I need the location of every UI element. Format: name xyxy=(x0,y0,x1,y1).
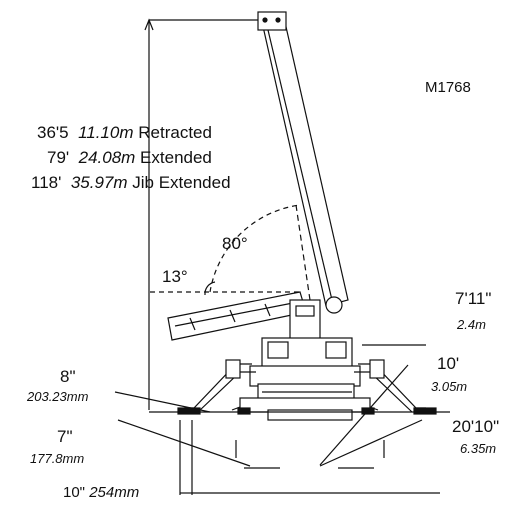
cylinder-dash xyxy=(295,204,311,301)
pad-8-imperial: 8" xyxy=(60,367,76,386)
figure-code: M1768 xyxy=(425,79,471,96)
pad-7-metric: 177.8mm xyxy=(30,451,85,466)
angle-arc-80 xyxy=(209,204,301,293)
dimension-arrows xyxy=(179,420,440,495)
height-extended: 79' 24.08m Extended xyxy=(47,148,212,167)
angle-80-label: 80° xyxy=(222,234,248,253)
leader-lines xyxy=(114,344,426,467)
height-jib-extended: 118' 35.97m Jib Extended xyxy=(31,173,231,192)
width-metric: 3.05m xyxy=(431,379,468,394)
tracks-height-imperial: 7'11" xyxy=(455,289,492,308)
turret xyxy=(249,299,361,403)
angle-13-label: 13° xyxy=(162,267,188,286)
length-imperial: 20'10" xyxy=(452,417,500,436)
boom-raised xyxy=(257,11,349,314)
pad-10-label: 10" 254mm xyxy=(63,484,140,501)
height-retracted: 36'5 11.10m Retracted xyxy=(37,123,212,142)
width-imperial: 10' xyxy=(437,354,460,373)
height-arrow-top xyxy=(144,18,154,31)
outrigger-legs xyxy=(184,359,426,413)
pad-8-metric: 203.23mm xyxy=(27,389,89,404)
length-metric: 6.35m xyxy=(460,441,497,456)
tracks-base xyxy=(239,397,371,421)
pad-7-imperial: 7" xyxy=(57,427,73,446)
tracks-height-metric: 2.4m xyxy=(457,317,486,332)
angle-arc-13 xyxy=(204,281,216,296)
boom-lowered xyxy=(167,291,307,341)
